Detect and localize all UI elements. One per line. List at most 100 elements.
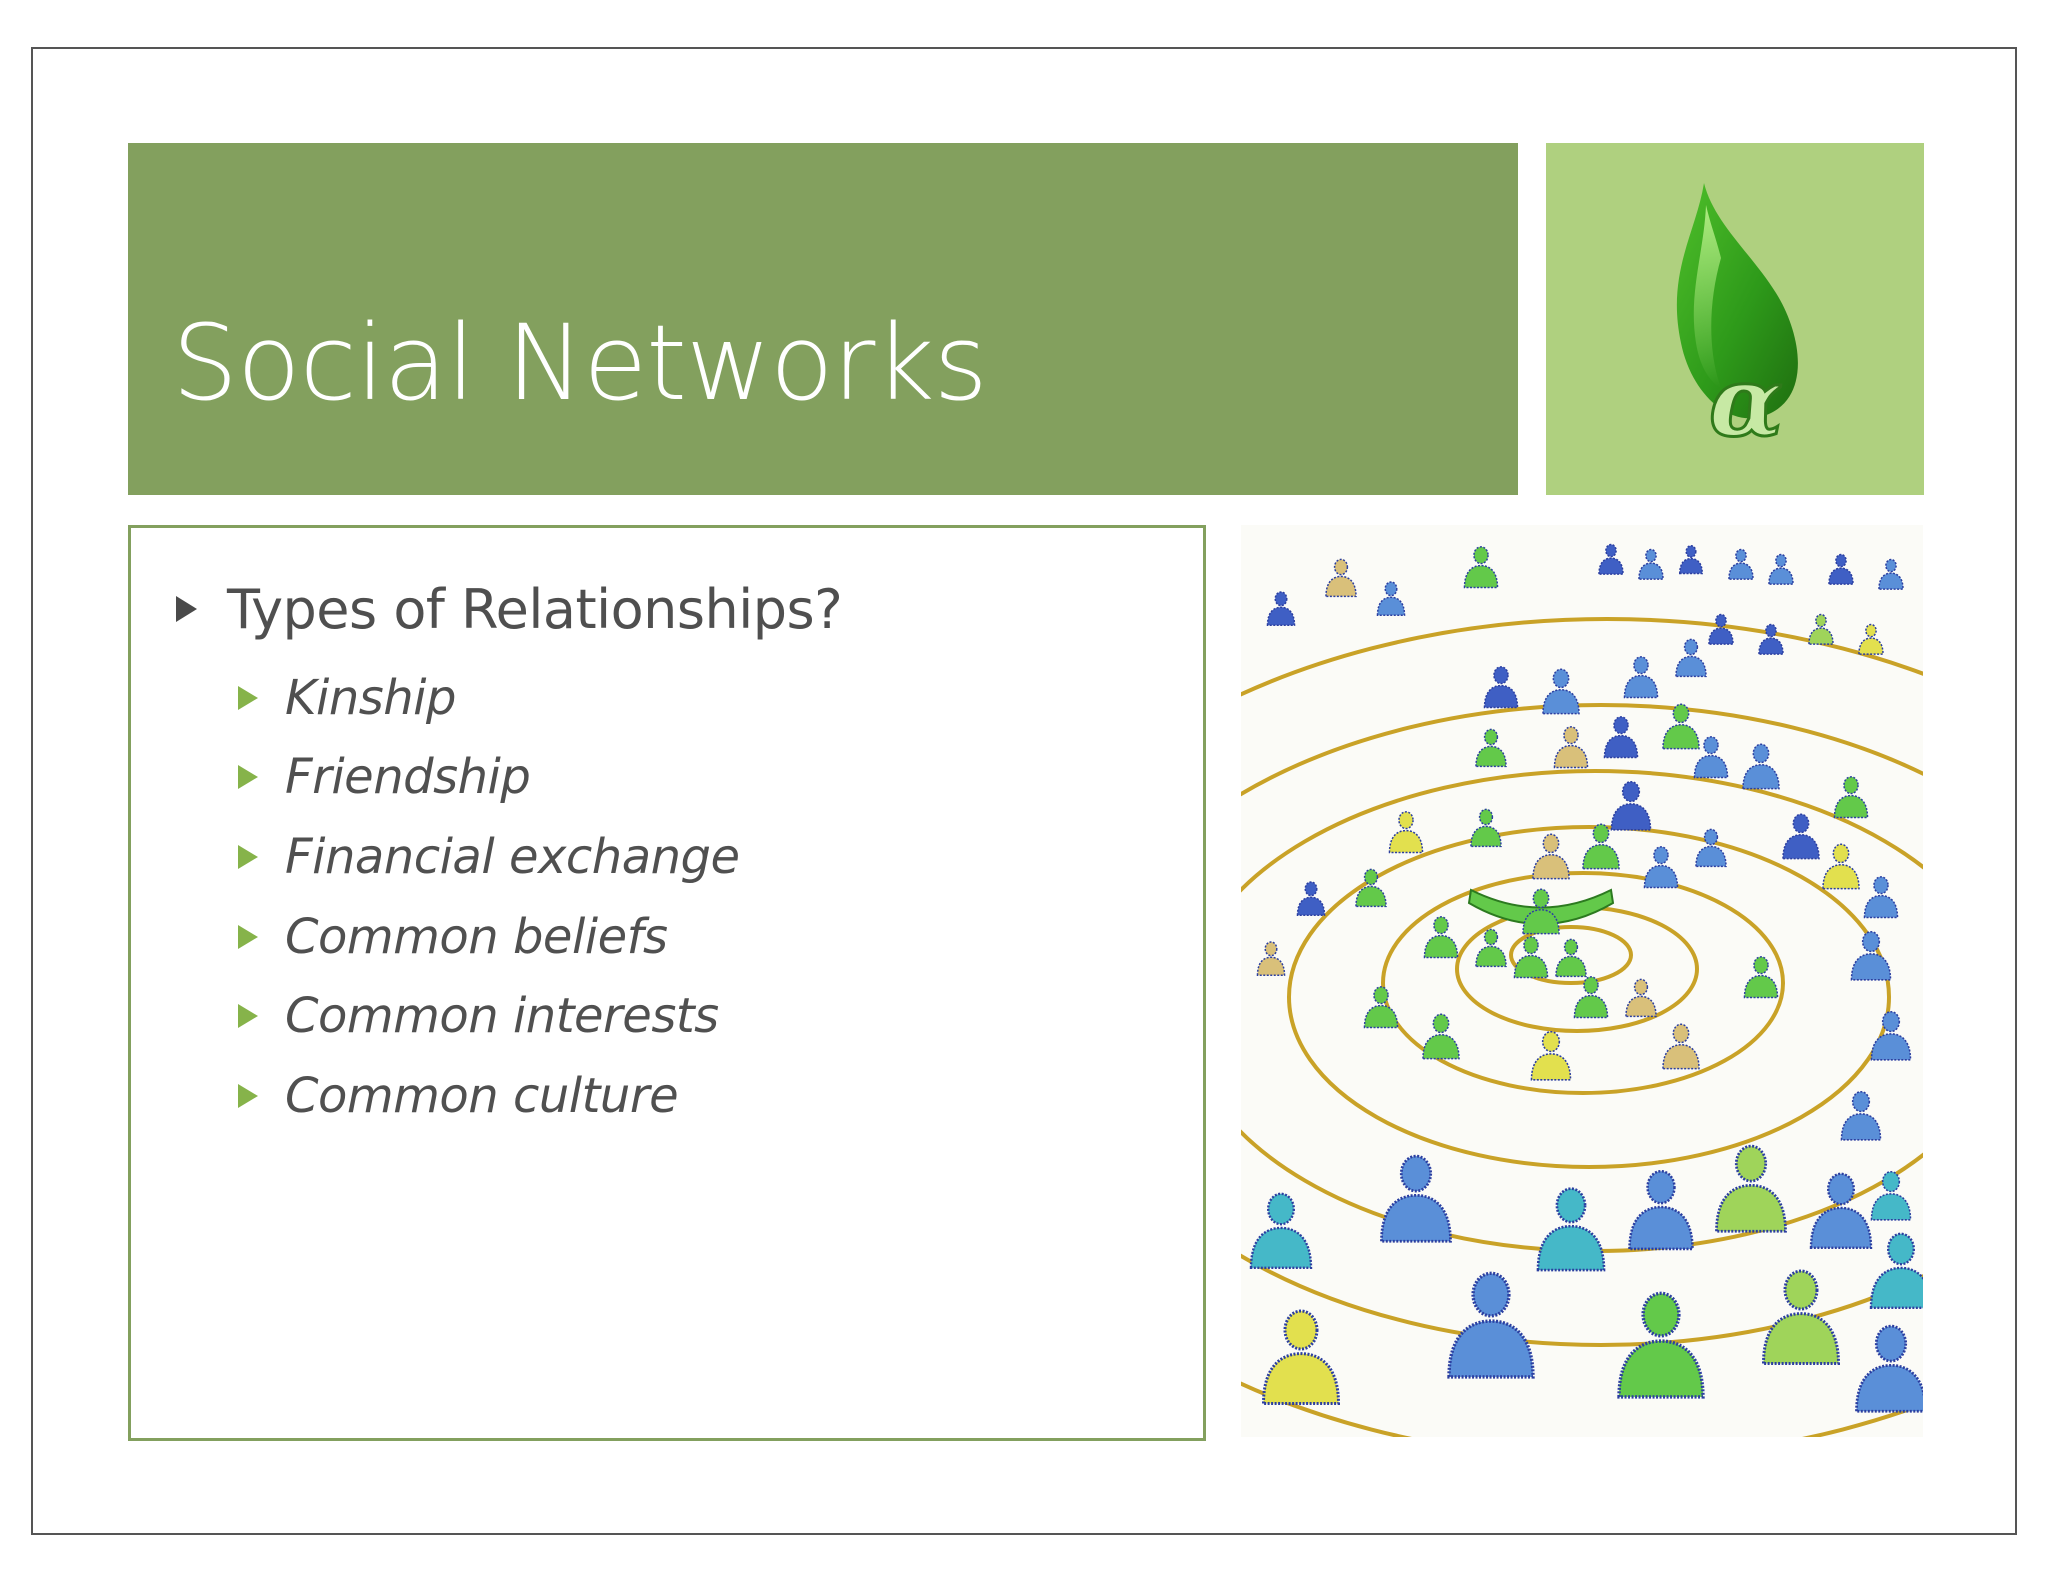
person-figure-icon xyxy=(1363,986,1399,1029)
sub-bullet-text: Common beliefs xyxy=(285,908,668,965)
sub-bullet-triangle-icon xyxy=(238,1004,258,1029)
person-figure-icon xyxy=(1715,1144,1787,1233)
sub-bullet-text: Financial exchange xyxy=(285,828,740,885)
person-figure-icon xyxy=(1742,743,1780,790)
person-figure-icon xyxy=(1530,1030,1572,1081)
sub-bullet-triangle-icon xyxy=(238,685,258,710)
person-figure-icon xyxy=(1643,846,1679,889)
sub-bullet-text: Friendship xyxy=(285,749,531,806)
person-figure-icon xyxy=(1850,930,1892,981)
person-figure-icon xyxy=(1858,623,1884,655)
person-figure-icon xyxy=(1678,545,1704,575)
person-figure-icon xyxy=(1662,1023,1700,1070)
person-figure-icon xyxy=(1483,666,1519,709)
network-ring xyxy=(1241,617,1923,1437)
person-figure-icon xyxy=(1573,976,1609,1019)
person-figure-icon xyxy=(1603,716,1639,759)
sub-bullet-item: Common beliefs xyxy=(238,897,740,977)
person-figure-icon xyxy=(1828,553,1854,585)
person-figure-icon xyxy=(1380,1154,1452,1243)
person-figure-icon xyxy=(1325,558,1357,598)
person-figure-icon xyxy=(1822,843,1860,890)
person-figure-icon xyxy=(1870,1170,1912,1221)
person-figure-icon xyxy=(1809,1172,1873,1249)
network-ring xyxy=(1381,871,1785,1095)
person-figure-icon xyxy=(1743,956,1779,999)
green-leaf-alpha-logo-icon: α xyxy=(1676,183,1798,460)
person-figure-icon xyxy=(1423,916,1459,959)
person-figure-icon xyxy=(1617,1291,1705,1399)
sub-bullet-text: Common culture xyxy=(285,1067,679,1124)
person-figure-icon xyxy=(1675,638,1707,678)
person-figure-icon xyxy=(1768,553,1794,585)
person-figure-icon xyxy=(1708,613,1734,645)
person-figure-icon xyxy=(1840,1090,1882,1141)
person-figure-icon xyxy=(1522,888,1560,935)
social-network-illustration xyxy=(1241,525,1923,1437)
person-figure-icon xyxy=(1623,656,1659,699)
person-figure-icon xyxy=(1598,543,1624,575)
person-figure-icon xyxy=(1610,780,1652,831)
sub-bullet-item: Common interests xyxy=(238,976,740,1056)
bullet-triangle-icon xyxy=(176,596,197,622)
person-figure-icon xyxy=(1808,613,1834,645)
sub-bullet-item: Friendship xyxy=(238,738,740,818)
person-figure-icon xyxy=(1761,1269,1841,1365)
person-figure-icon xyxy=(1870,1010,1912,1061)
network-ring xyxy=(1509,925,1633,985)
logo-alpha-glyph: α xyxy=(1709,345,1783,458)
person-figure-icon xyxy=(1758,623,1784,655)
person-figure-icon xyxy=(1782,813,1820,860)
sub-bullet-text: Kinship xyxy=(285,669,456,726)
person-figure-icon xyxy=(1513,936,1549,979)
person-figure-icon xyxy=(1855,1324,1923,1413)
network-ring xyxy=(1241,703,1923,1347)
social-network-concentric-people-illustration xyxy=(1241,543,1923,1437)
person-figure-icon xyxy=(1582,823,1620,870)
person-figure-icon xyxy=(1728,548,1754,580)
person-figure-icon xyxy=(1355,868,1387,908)
person-figure-icon xyxy=(1249,1192,1313,1269)
person-figure-icon xyxy=(1693,736,1729,779)
sub-bullet-triangle-icon xyxy=(238,924,258,949)
person-figure-icon xyxy=(1470,808,1502,848)
person-figure-icon xyxy=(1662,703,1700,750)
sub-bullet-triangle-icon xyxy=(238,765,258,790)
person-figure-icon xyxy=(1542,668,1580,715)
person-figure-icon xyxy=(1296,881,1326,917)
person-figure-icon xyxy=(1628,1169,1694,1251)
person-figure-icon xyxy=(1833,776,1869,819)
network-ring xyxy=(1287,825,1891,1169)
content-box: Types of Relationships? Kinship Friendsh… xyxy=(128,525,1206,1441)
person-figure-icon xyxy=(1536,1187,1606,1272)
person-figure-icon xyxy=(1256,941,1286,977)
title-band: Social Networks xyxy=(128,143,1518,495)
bullet-text: Types of Relationships? xyxy=(227,577,843,641)
person-figure-icon xyxy=(1447,1271,1535,1379)
sub-bullet-triangle-icon xyxy=(238,1083,258,1108)
person-figure-icon xyxy=(1555,938,1587,978)
person-figure-icon xyxy=(1863,876,1899,919)
sub-bullet-list: Kinship Friendship Financial exchange Co… xyxy=(238,658,740,1136)
person-figure-icon xyxy=(1376,581,1406,617)
sub-bullet-item: Kinship xyxy=(238,658,740,738)
sub-bullet-item: Common culture xyxy=(238,1056,740,1136)
person-figure-icon xyxy=(1475,928,1507,968)
slide-title: Social Networks xyxy=(172,302,988,424)
sub-bullet-triangle-icon xyxy=(238,844,258,869)
person-figure-icon xyxy=(1695,828,1727,868)
person-figure-icon xyxy=(1266,591,1296,627)
person-figure-icon xyxy=(1869,1232,1923,1309)
person-figure-icon xyxy=(1388,811,1424,854)
person-figure-icon xyxy=(1532,833,1570,880)
person-figure-icon xyxy=(1638,548,1664,580)
bullet-types-of-relationships: Types of Relationships? xyxy=(176,574,843,644)
central-person-arms xyxy=(1467,888,1615,925)
person-figure-icon xyxy=(1422,1013,1460,1060)
person-figure-icon xyxy=(1261,1309,1341,1405)
sub-bullet-item: Financial exchange xyxy=(238,817,740,897)
person-figure-icon xyxy=(1463,546,1499,589)
person-figure-icon xyxy=(1553,726,1589,769)
sub-bullet-text: Common interests xyxy=(285,988,719,1045)
person-figure-icon xyxy=(1475,728,1507,768)
